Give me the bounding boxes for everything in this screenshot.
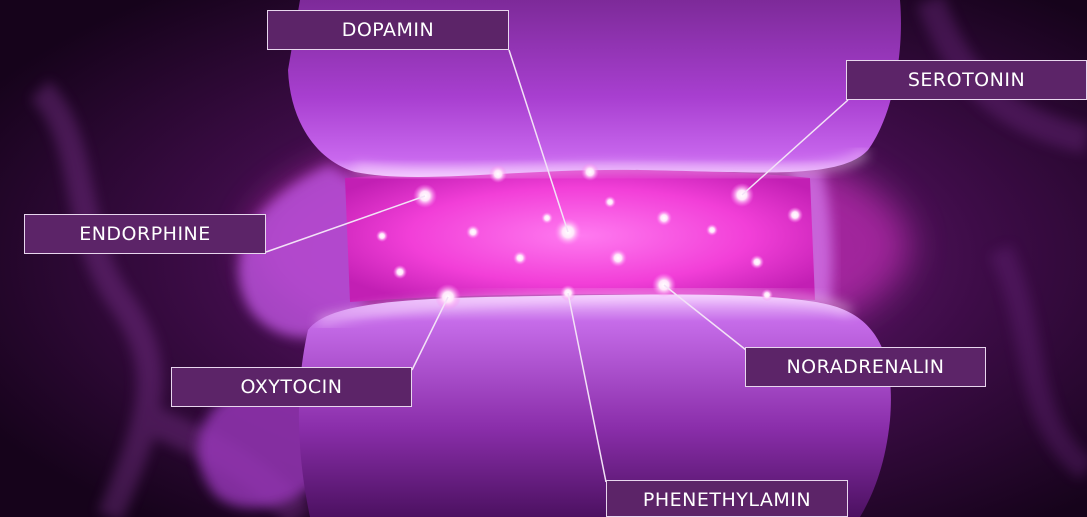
label-oxytocin: OXYTOCIN (171, 367, 412, 407)
label-serotonin: SEROTONIN (846, 60, 1087, 100)
label-endorphine: ENDORPHINE (24, 214, 266, 254)
label-dopamin: DOPAMIN (267, 10, 509, 50)
label-noradrenalin: NORADRENALIN (745, 347, 986, 387)
label-phenethylamin: PHENETHYLAMIN (606, 480, 848, 517)
